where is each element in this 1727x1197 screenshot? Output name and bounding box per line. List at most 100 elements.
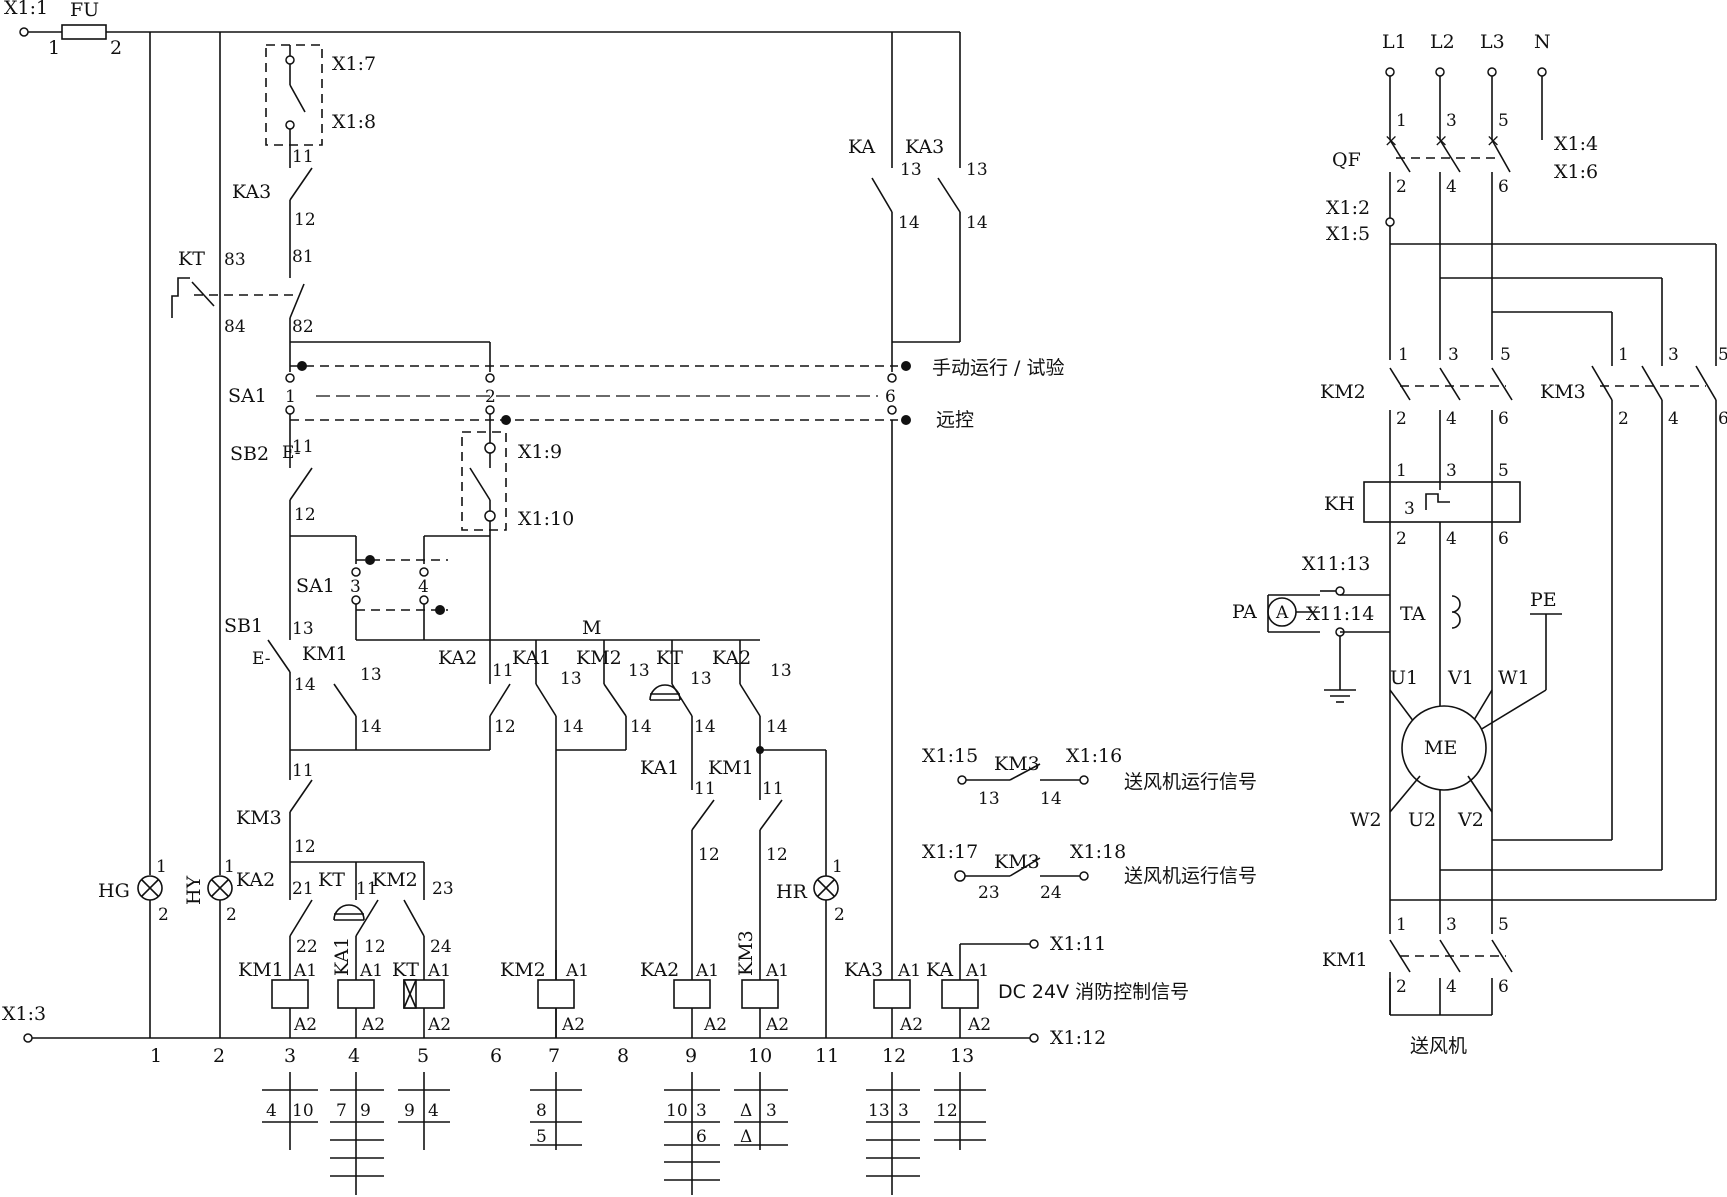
svg-text:9: 9 (404, 1101, 415, 1121)
svg-text:5: 5 (1498, 111, 1509, 131)
svg-text:4: 4 (1446, 409, 1457, 429)
km2-no-contact (603, 683, 627, 717)
sb2-stop-button (289, 467, 313, 501)
svg-text:1: 1 (224, 857, 235, 877)
kt-11-contact (355, 899, 379, 937)
coil-km1 (271, 936, 309, 1038)
svg-text:E-: E- (252, 649, 270, 669)
ground-icon (1324, 689, 1356, 703)
svg-text:5: 5 (536, 1127, 547, 1147)
ka1-no-contact (535, 683, 557, 717)
svg-text:1: 1 (285, 387, 296, 407)
coil-km2 (537, 950, 575, 1038)
lamp-hy (207, 875, 233, 901)
ka2-21-label: KA2 (236, 869, 275, 891)
motor-terminal-w1: W1 (1498, 667, 1530, 689)
kt-11-label: KT (318, 869, 345, 891)
svg-text:81: 81 (292, 247, 314, 267)
bus-number: 10 (748, 1045, 772, 1067)
kt-no-label: KT (656, 647, 683, 669)
ka3-no-label: KA3 (905, 136, 944, 158)
contactor-label-km1: KM1 (1322, 949, 1368, 971)
svg-text:3: 3 (766, 1101, 777, 1121)
terminal-label-x1-1: X1:1 (4, 0, 48, 19)
svg-text:12: 12 (294, 210, 316, 230)
svg-text:A2: A2 (765, 1015, 789, 1035)
svg-text:A1: A1 (293, 961, 317, 981)
phase-l2: L2 (1430, 31, 1455, 53)
bus-number: 5 (417, 1045, 429, 1067)
svg-text:3: 3 (1668, 345, 1679, 365)
bus-number: 12 (882, 1045, 906, 1067)
ka-label: KA (848, 136, 875, 158)
svg-text:13: 13 (978, 789, 1000, 809)
svg-text:13: 13 (560, 669, 582, 689)
svg-text:12: 12 (698, 845, 720, 865)
ammeter-icon: A (1275, 603, 1289, 623)
svg-text:2: 2 (1618, 409, 1629, 429)
terminal-label-x1-3: X1:3 (2, 1003, 46, 1025)
run-signal-km3-label-2: KM3 (994, 851, 1040, 873)
svg-text:11: 11 (356, 879, 378, 899)
svg-text:A1: A1 (565, 961, 589, 981)
ka-no-contact (871, 177, 893, 213)
selector-switch-sa1-lower (351, 555, 448, 615)
svg-text:14: 14 (966, 213, 988, 233)
svg-text:1: 1 (832, 857, 843, 877)
svg-text:1: 1 (1398, 345, 1409, 365)
km2-23-contact (403, 899, 425, 937)
motor-label-me: ME (1424, 737, 1457, 759)
bus-number: 3 (284, 1045, 296, 1067)
coil-label-kt: KT (392, 959, 419, 981)
terminal-label-x1-11: X1:11 (1050, 933, 1106, 955)
svg-text:A1: A1 (897, 961, 921, 981)
svg-text:2: 2 (1396, 177, 1407, 197)
svg-text:5: 5 (1498, 461, 1509, 481)
km1-nc-contact (759, 799, 783, 831)
svg-text:3: 3 (1404, 499, 1415, 519)
svg-text:12: 12 (766, 845, 788, 865)
svg-text:6: 6 (885, 387, 896, 407)
lamp-hr (813, 875, 839, 901)
terminal-label-x1-15: X1:15 (922, 745, 978, 767)
svg-text:2: 2 (1396, 977, 1407, 997)
kt-83-label: KT (178, 248, 205, 270)
svg-text:12: 12 (294, 837, 316, 857)
svg-text:12: 12 (294, 505, 316, 525)
sb2-label: SB2 (230, 443, 269, 465)
coil-label-ka: KA (926, 959, 953, 981)
fuse-fu (61, 24, 107, 40)
pe-label: PE (1530, 589, 1557, 611)
thermal-relay-label-kh: KH (1324, 493, 1355, 515)
svg-text:84: 84 (224, 317, 246, 337)
bus-number: 1 (150, 1045, 162, 1067)
km1-hold-contact (333, 683, 357, 717)
position-manual-label: 手动运行 / 试验 (932, 357, 1064, 379)
run-signal-label-1: 送风机运行信号 (1124, 771, 1257, 793)
cross-reference-ka1: 7 9 (330, 1072, 384, 1195)
svg-text:13: 13 (770, 661, 792, 681)
svg-text:3: 3 (1448, 345, 1459, 365)
svg-text:4: 4 (1446, 977, 1457, 997)
terminal-x1-3 (23, 1033, 33, 1043)
terminal-label-x1-2: X1:2 (1326, 197, 1370, 219)
ka2-21-contact (289, 899, 313, 937)
lamp-hg (137, 875, 163, 901)
current-transformer-coil (1451, 595, 1461, 629)
svg-text:3: 3 (350, 577, 361, 597)
terminal-x1-1 (19, 27, 29, 37)
svg-text:12: 12 (494, 717, 516, 737)
fan-label: 送风机 (1410, 1035, 1467, 1057)
svg-text:3: 3 (1446, 461, 1457, 481)
km2-23-label: KM2 (372, 869, 418, 891)
svg-text:14: 14 (1040, 789, 1062, 809)
motor-terminal-u2: U2 (1408, 809, 1436, 831)
ka1-nc-contact (691, 799, 715, 831)
phase-l1: L1 (1382, 31, 1407, 53)
svg-text:1: 1 (1396, 915, 1407, 935)
x1-9-10-box (461, 431, 507, 531)
svg-text:13: 13 (690, 669, 712, 689)
svg-text:Δ: Δ (740, 1127, 752, 1147)
svg-text:A2: A2 (427, 1015, 451, 1035)
svg-text:1: 1 (1396, 111, 1407, 131)
